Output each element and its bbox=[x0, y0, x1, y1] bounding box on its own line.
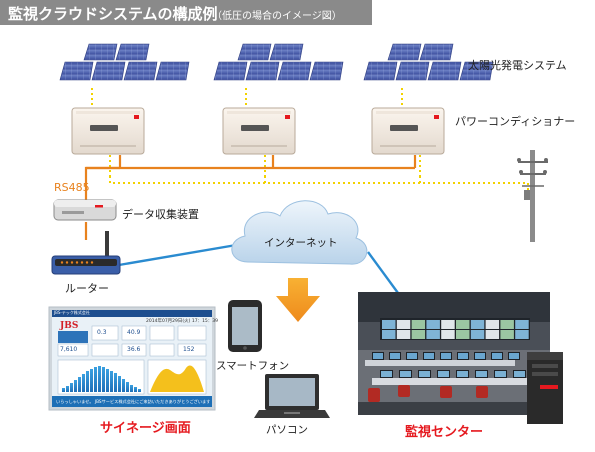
smartphone-icon bbox=[228, 300, 262, 352]
label-internet: インターネット bbox=[264, 237, 338, 249]
solar-panel-group bbox=[363, 43, 494, 81]
label-pc: パソコン bbox=[266, 424, 308, 436]
internet-cloud-icon bbox=[231, 200, 368, 265]
network-lines bbox=[118, 241, 399, 294]
signage-ticker: いらっしゃいませ。 JBSサービス株式会社にご来訪いただきありがとうございます。… bbox=[56, 399, 210, 404]
label-router: ルーター bbox=[65, 282, 109, 295]
solar-panel bbox=[269, 43, 304, 61]
solar-panel bbox=[59, 61, 94, 81]
solar-panel-group bbox=[213, 43, 344, 81]
signage-date: 2014年07月29日(火) 17：15：39 bbox=[146, 319, 219, 324]
label-solar-system: 太陽光発電システム bbox=[468, 59, 567, 72]
signage-metric-0: 0.3 bbox=[97, 329, 107, 336]
diagram-title: 監視クラウドシステムの構成例 bbox=[8, 5, 218, 23]
power-conditioners bbox=[71, 107, 445, 155]
solar-panel bbox=[245, 61, 280, 81]
solar-panel bbox=[459, 61, 494, 81]
solar-panel bbox=[387, 43, 422, 61]
solar-panel bbox=[419, 43, 454, 61]
solar-panel bbox=[213, 61, 248, 81]
solar-panel-group bbox=[59, 43, 190, 81]
solar-panel bbox=[83, 43, 118, 61]
label-data-collector: データ収集装置 bbox=[122, 208, 199, 221]
signage-company: JBS-テック株式会社 bbox=[54, 310, 90, 315]
control-center-photo bbox=[358, 292, 550, 415]
utility-pole-icon bbox=[517, 150, 548, 242]
solar-panel bbox=[155, 61, 190, 81]
solar-panel bbox=[115, 43, 150, 61]
panel-to-pcs-lines bbox=[91, 88, 529, 200]
power-conditioner-icon bbox=[222, 107, 296, 155]
solar-panel bbox=[309, 61, 344, 81]
label-rs485: RS485 bbox=[54, 181, 90, 194]
solar-panel bbox=[277, 61, 312, 81]
solar-panel bbox=[123, 61, 158, 81]
signage-screen bbox=[48, 306, 216, 411]
signage-metric-3: 36.6 bbox=[127, 346, 141, 353]
rs485-lines bbox=[84, 155, 417, 240]
label-signage: サイネージ画面 bbox=[100, 421, 191, 436]
solar-panel bbox=[395, 61, 430, 81]
server-tower-icon bbox=[527, 352, 563, 424]
power-conditioner-icon bbox=[371, 107, 445, 155]
label-monitoring-center: 監視センター bbox=[405, 425, 484, 440]
router-icon bbox=[51, 231, 121, 275]
title-bar: 監視クラウドシステムの構成例 （低圧の場合のイメージ図） bbox=[0, 0, 372, 25]
diagram-subtitle: （低圧の場合のイメージ図） bbox=[212, 11, 342, 22]
label-smartphone: スマートフォン bbox=[216, 360, 290, 372]
solar-panel bbox=[363, 61, 398, 81]
solar-panel bbox=[91, 61, 126, 81]
signage-metric-2: 7,610 bbox=[60, 346, 78, 353]
down-arrow-icon bbox=[276, 278, 320, 322]
data-collector-icon bbox=[53, 199, 117, 221]
solar-panel bbox=[427, 61, 462, 81]
label-power-conditioner: パワーコンディショナー bbox=[455, 115, 576, 128]
solar-panel bbox=[237, 43, 272, 61]
power-conditioner-icon bbox=[71, 107, 145, 155]
laptop-icon bbox=[254, 374, 330, 418]
solar-panel-groups bbox=[59, 43, 494, 81]
signage-logo: JBS bbox=[60, 321, 79, 331]
signage-metric-4: 152 bbox=[183, 346, 195, 353]
signage-metric-1: 40.9 bbox=[127, 329, 141, 336]
